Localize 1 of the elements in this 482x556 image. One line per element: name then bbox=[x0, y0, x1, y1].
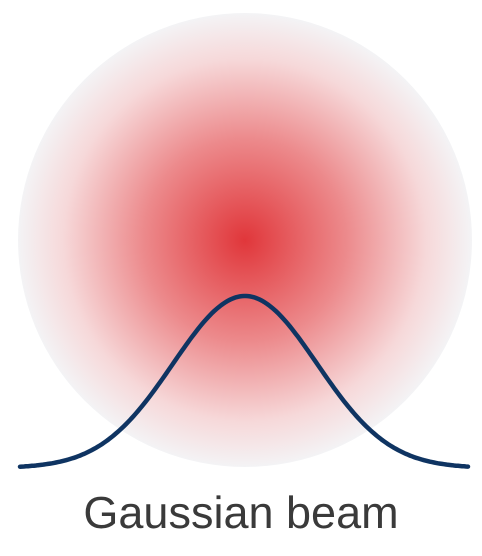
caption: Gaussian beam bbox=[82, 486, 400, 540]
